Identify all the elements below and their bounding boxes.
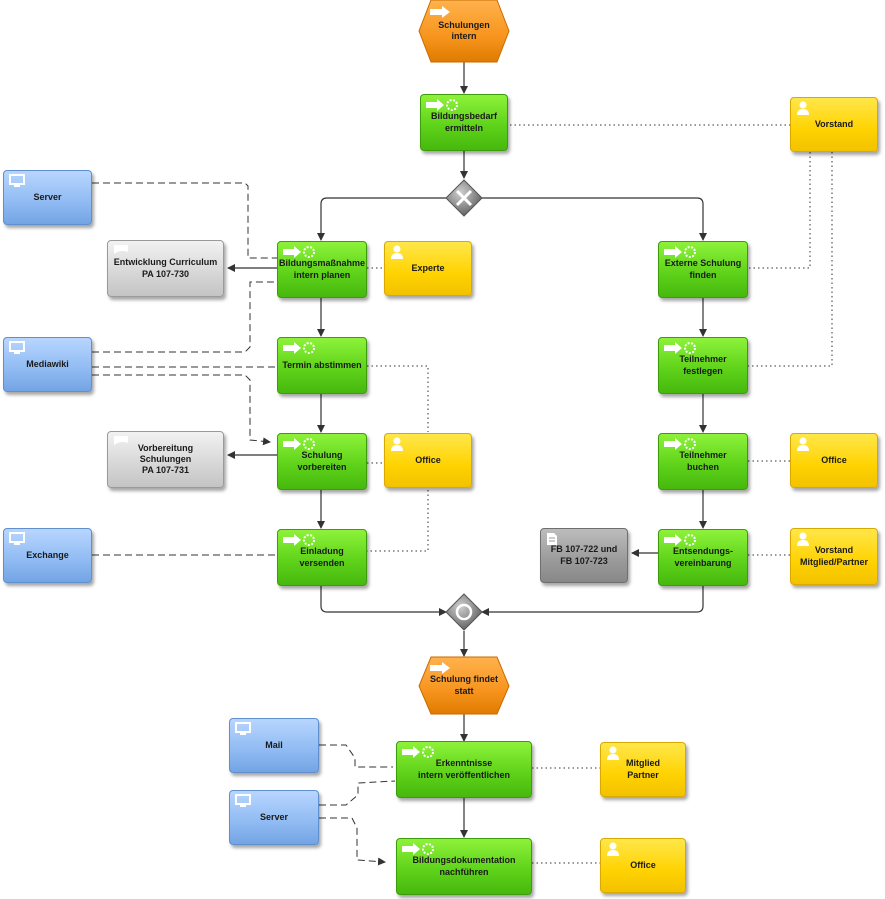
process-arrow-icon <box>283 438 315 450</box>
role-office-1[interactable]: Office <box>384 433 472 488</box>
document-label: FB 107-722 und FB 107-723 <box>550 544 618 566</box>
system-mediawiki[interactable]: Mediawiki <box>3 337 92 392</box>
process-arrow-icon <box>402 746 434 758</box>
process-arrow-icon <box>402 843 434 855</box>
document-icon <box>114 245 128 254</box>
monitor-icon <box>235 794 251 807</box>
person-icon <box>391 245 403 259</box>
role-mitglied-partner[interactable]: Mitglied Partner <box>600 742 686 797</box>
person-icon <box>607 842 619 856</box>
function-externe-schulung[interactable]: Externe Schulung finden <box>658 241 748 298</box>
document-icon <box>114 436 128 445</box>
function-label: Bildungsdokumentation nachführen <box>412 855 516 877</box>
start-event <box>418 0 510 63</box>
end-event-label: Schulung findet statt <box>430 674 498 696</box>
event-arrow-icon <box>430 6 450 18</box>
process-arrow-icon <box>664 438 696 450</box>
function-termin[interactable]: Termin abstimmen <box>277 337 367 394</box>
end-event <box>418 656 510 715</box>
function-entsendung[interactable]: Entsendungs- vereinbarung <box>658 529 748 586</box>
role-label: Office <box>630 859 656 870</box>
document-vorbereitung[interactable]: Vorbereitung Schulungen PA 107-731 <box>107 431 224 488</box>
function-schulung-vorbereiten[interactable]: Schulung vorbereiten <box>277 433 367 490</box>
role-vorstand[interactable]: Vorstand <box>790 97 878 152</box>
function-label: Bildungsmaßnahme intern planen <box>279 258 366 280</box>
role-label: Vorstand Mitglied/Partner <box>799 545 868 567</box>
person-icon <box>797 101 809 115</box>
xor-gateway-icon <box>445 179 483 217</box>
role-experte[interactable]: Experte <box>384 241 472 296</box>
function-teilnehmer-buchen[interactable]: Teilnehmer buchen <box>658 433 748 490</box>
process-arrow-icon <box>283 246 315 258</box>
role-label: Experte <box>411 262 445 273</box>
document-fb[interactable]: FB 107-722 und FB 107-723 <box>540 528 628 583</box>
process-arrow-icon <box>664 342 696 354</box>
document-label: Entwicklung Curriculum PA 107-730 <box>113 257 218 279</box>
process-arrow-icon <box>426 99 458 111</box>
system-label: Mail <box>265 739 283 750</box>
function-label: Einladung versenden <box>299 546 345 568</box>
document-icon <box>547 533 557 545</box>
system-server-1[interactable]: Server <box>3 170 92 225</box>
document-label: Vorbereitung Schulungen PA 107-731 <box>137 442 194 476</box>
person-icon <box>797 437 809 451</box>
role-vorstand-mitglied[interactable]: Vorstand Mitglied/Partner <box>790 528 878 585</box>
function-label: Entsendungs- vereinbarung <box>673 546 733 568</box>
function-label: Termin abstimmen <box>282 359 362 370</box>
function-label: Externe Schulung finden <box>664 258 742 280</box>
monitor-icon <box>9 532 25 545</box>
function-bildungsbedarf[interactable]: Bildungsbedarf ermitteln <box>420 94 508 151</box>
event-arrow-icon <box>430 662 450 674</box>
role-office-3[interactable]: Office <box>600 838 686 893</box>
monitor-icon <box>9 174 25 187</box>
monitor-icon <box>235 722 251 735</box>
function-bildungsdoku[interactable]: Bildungsdokumentation nachführen <box>396 838 532 895</box>
system-label: Server <box>259 811 289 822</box>
start-event-label: Schulungen intern <box>438 19 490 41</box>
role-links <box>367 124 833 864</box>
role-label: Mitglied Partner <box>626 758 660 780</box>
role-office-2[interactable]: Office <box>790 433 878 488</box>
function-label: Erkenntnisse intern veröffentlichen <box>417 758 510 780</box>
system-label: Mediawiki <box>26 358 69 369</box>
function-label: Teilnehmer buchen <box>679 450 727 472</box>
person-icon <box>607 746 619 760</box>
process-arrow-icon <box>283 342 315 354</box>
control-flow <box>227 62 707 838</box>
role-label: Vorstand <box>814 118 854 129</box>
function-label: Teilnehmer festlegen <box>679 354 727 376</box>
function-label: Bildungsbedarf ermitteln <box>430 111 497 133</box>
system-label: Exchange <box>26 549 69 560</box>
person-icon <box>797 532 809 546</box>
system-links <box>92 182 396 866</box>
function-einladung[interactable]: Einladung versenden <box>277 529 367 586</box>
system-exchange[interactable]: Exchange <box>3 528 92 583</box>
function-teilnehmer-festlegen[interactable]: Teilnehmer festlegen <box>658 337 748 394</box>
process-arrow-icon <box>664 246 696 258</box>
role-label: Office <box>415 454 441 465</box>
system-mail[interactable]: Mail <box>229 718 319 773</box>
monitor-icon <box>9 341 25 354</box>
or-gateway-icon <box>445 593 483 631</box>
process-arrow-icon <box>283 534 315 546</box>
function-erkenntnisse[interactable]: Erkenntnisse intern veröffentlichen <box>396 741 532 798</box>
function-label: Schulung vorbereiten <box>297 450 347 472</box>
person-icon <box>391 437 403 451</box>
system-server-2[interactable]: Server <box>229 790 319 845</box>
function-bildungsmassnahme[interactable]: Bildungsmaßnahme intern planen <box>277 241 367 298</box>
role-label: Office <box>821 454 847 465</box>
document-curriculum[interactable]: Entwicklung Curriculum PA 107-730 <box>107 240 224 297</box>
process-arrow-icon <box>664 534 696 546</box>
system-label: Server <box>33 191 62 202</box>
